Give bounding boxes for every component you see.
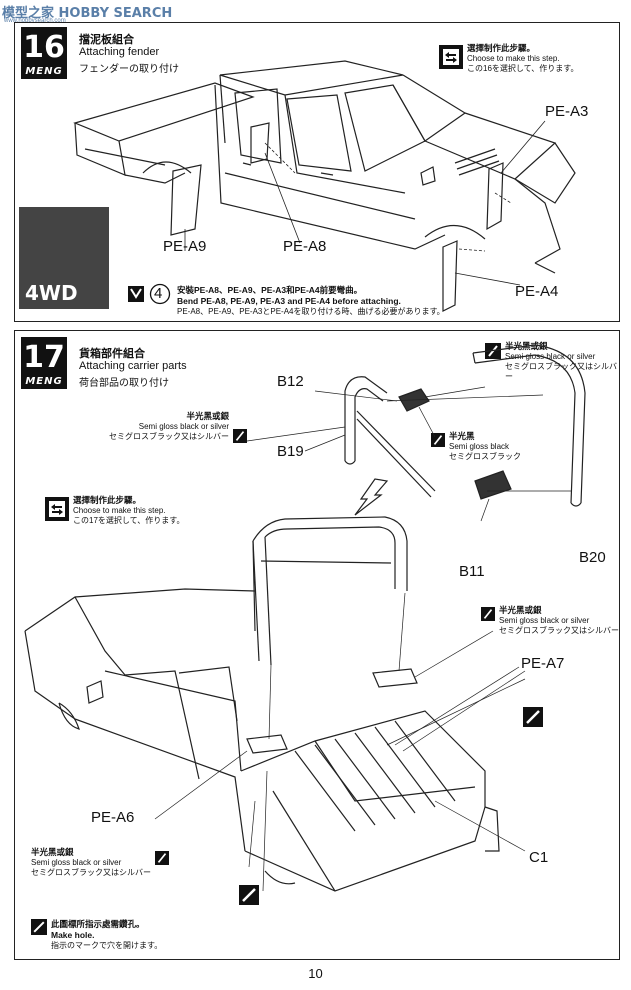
paint-brush-icon xyxy=(481,607,495,621)
part-label-b12: B12 xyxy=(277,373,304,390)
paint-top-en: Semi gloss black or silver xyxy=(505,352,596,361)
circle-number-icon xyxy=(149,283,171,305)
bend-note-ja: PE-A8、PE-A9、PE-A3とPE-A4を取り付ける時、曲げる必要がありま… xyxy=(177,307,445,316)
paint-brush-icon xyxy=(233,429,247,443)
paint-a6-zh: 半光黑或銀 xyxy=(31,847,74,857)
step16-choose-text: 選擇制作此步驟。 Choose to make this step. この16を… xyxy=(467,43,578,74)
step16-title-ja: フェンダーの取り付け xyxy=(79,64,179,75)
step16-choose-ja: この16を選択して、作ります。 xyxy=(467,64,579,73)
step17-assembly-drawing xyxy=(24,344,586,892)
step16-title-en: Attaching fender xyxy=(79,46,160,58)
paint-left-zh: 半光黑或銀 xyxy=(186,411,229,421)
step17-title-ja: 荷台部品の取り付け xyxy=(79,378,169,389)
hole-note-en: Make hole. xyxy=(51,930,95,940)
paint-black-ja: セミグロスブラック xyxy=(449,452,521,461)
bend-pe-icon xyxy=(128,286,144,302)
step17-choose-text: 選擇制作此步驟。 Choose to make this step. この17を… xyxy=(73,495,184,526)
part-label-pe-a8: PE-A8 xyxy=(283,238,327,255)
hole-note-zh: 此圖標所指示處需鑽孔。 xyxy=(51,919,145,929)
step16-title-zh: 擋泥板組合 xyxy=(79,34,134,46)
paint-a7-ja: セミグロスブラック又はシルバー xyxy=(499,626,619,635)
part-label-pe-a7: PE-A7 xyxy=(521,655,565,672)
drill-hole-icon xyxy=(31,919,47,935)
watermark-url: www.hobbysearch.com xyxy=(4,18,66,24)
part-label-c1: C1 xyxy=(529,849,549,866)
4wd-tag: 4WD xyxy=(19,207,109,309)
hole-note: 此圖標所指示處需鑽孔。 Make hole. 指示のマークで穴を開けます。 xyxy=(51,919,162,951)
paint-left-en: Semi gloss black or silver xyxy=(138,422,229,431)
paint-a6-en: Semi gloss black or silver xyxy=(31,858,122,867)
step16-choose-en: Choose to make this step. xyxy=(467,54,560,63)
drill-hole-icon xyxy=(239,885,259,905)
step17-choose-ja: この17を選択して、作ります。 xyxy=(73,516,185,525)
part-label-pe-a6: PE-A6 xyxy=(91,809,135,826)
part-label-b20: B20 xyxy=(579,549,606,566)
part-label-pe-a3: PE-A3 xyxy=(545,103,589,120)
part-label-pe-a4: PE-A4 xyxy=(515,283,559,300)
step17-title-zh: 貨箱部件組合 xyxy=(79,348,145,360)
step17-title-en: Attaching carrier parts xyxy=(79,360,187,372)
drill-hole-icon xyxy=(523,707,543,727)
step17-number-badge: 17 MENG xyxy=(21,337,67,389)
step17-choose-zh: 選擇制作此步驟。 xyxy=(73,495,142,505)
paint-black-zh: 半光黑 xyxy=(449,431,475,441)
step17-brand: MENG xyxy=(25,376,63,387)
page-number: 10 xyxy=(308,966,323,981)
choose-step-icon xyxy=(45,497,69,521)
part-label-b11: B11 xyxy=(459,563,485,580)
step17-choose-en: Choose to make this step. xyxy=(73,506,166,515)
paint-note-a7: 半光黑或銀 Semi gloss black or silver セミグロスブラ… xyxy=(499,605,619,636)
4wd-tag-text: 4WD xyxy=(25,281,78,305)
step16-number: 16 xyxy=(23,30,65,65)
bend-note-en: Bend PE-A8, PE-A9, PE-A3 and PE-A4 befor… xyxy=(177,296,401,306)
paint-note-a6: 半光黑或銀 Semi gloss black or silver セミグロスブラ… xyxy=(31,847,151,878)
watermark: 模型之家 HOBBY SEARCH xyxy=(2,6,173,21)
paint-a7-en: Semi gloss black or silver xyxy=(499,616,590,625)
step16-choose-zh: 選擇制作此步驟。 xyxy=(467,43,536,53)
paint-a6-ja: セミグロスブラック又はシルバー xyxy=(31,868,151,877)
paint-brush-icon xyxy=(155,851,169,865)
paint-a7-zh: 半光黑或銀 xyxy=(499,605,542,615)
paint-left-ja: セミグロスブラック又はシルバー xyxy=(109,432,229,441)
paint-black-en: Semi gloss black xyxy=(449,442,510,451)
part-label-pe-a9: PE-A9 xyxy=(163,238,207,255)
step16-panel: 16 MENG 擋泥板組合 Attaching fender フェンダーの取り付… xyxy=(14,22,620,322)
step16-truck-drawing xyxy=(73,60,576,312)
circle-number: 4 xyxy=(154,285,163,302)
step16-number-badge: 16 MENG xyxy=(21,27,67,79)
step16-brand: MENG xyxy=(25,66,63,77)
bend-note-zh: 安裝PE-A8、PE-A9、PE-A3和PE-A4前要彎曲。 xyxy=(177,285,363,295)
choose-step-icon xyxy=(439,45,463,69)
step17-panel: 17 MENG 貨箱部件組合 Attaching carrier parts 荷… xyxy=(14,330,620,960)
step17-number: 17 xyxy=(23,340,65,375)
part-label-b19: B19 xyxy=(277,443,304,460)
paint-note-left: 半光黑或銀 Semi gloss black or silver セミグロスブラ… xyxy=(109,411,229,442)
paint-note-black: 半光黑 Semi gloss black セミグロスブラック xyxy=(449,431,521,462)
step16-bend-notes: 安裝PE-A8、PE-A9、PE-A3和PE-A4前要彎曲。 Bend PE-A… xyxy=(177,285,445,317)
hole-note-ja: 指示のマークで穴を開けます。 xyxy=(51,941,163,950)
